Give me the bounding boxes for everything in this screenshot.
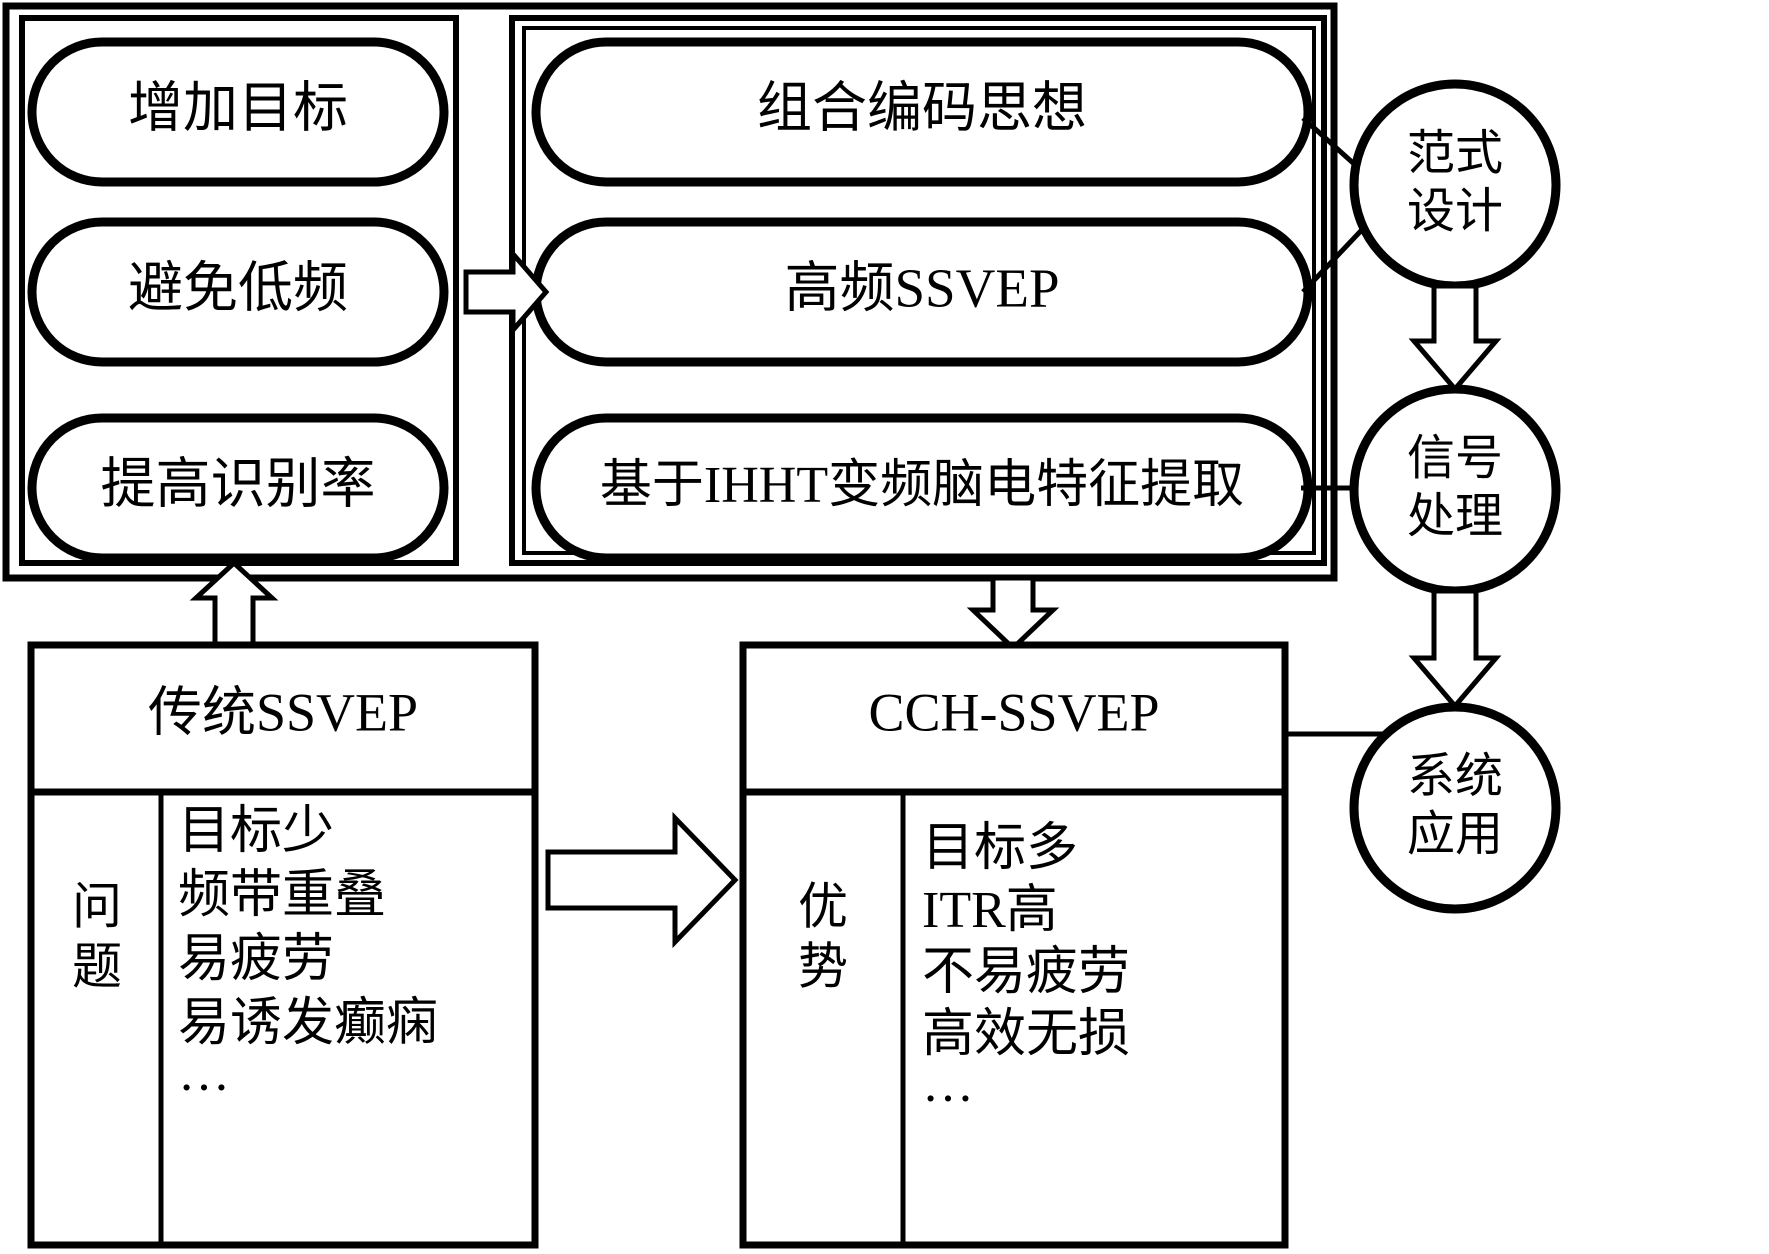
arrow-signal-to-application xyxy=(1408,588,1502,710)
traditional-box-side-label-line2: 题 xyxy=(72,938,122,994)
traditional-item-5: … xyxy=(178,1045,230,1102)
stage-application-line2: 应用 xyxy=(1407,808,1503,861)
cch-box-side-label-line1: 优 xyxy=(798,878,848,934)
stage-signal-line2: 处理 xyxy=(1407,490,1503,543)
goal-pill-3-label: 提高识别率 xyxy=(100,454,375,515)
cch-box-header: CCH-SSVEP xyxy=(868,682,1159,742)
traditional-box-side-label-line1: 问 xyxy=(72,878,122,934)
traditional-item-3: 易疲劳 xyxy=(178,931,334,988)
top-outer-frame xyxy=(2,2,1338,582)
cch-item-3: 不易疲劳 xyxy=(922,944,1130,1001)
cch-item-2: ITR高 xyxy=(922,882,1058,939)
stage-paradigm-line1: 范式 xyxy=(1407,127,1503,180)
goal-pill-2-label: 避免低频 xyxy=(128,258,348,319)
arrow-traditional-up xyxy=(189,559,279,648)
goal-pill-2[interactable] xyxy=(27,217,449,367)
traditional-item-1: 目标少 xyxy=(178,803,334,860)
arrow-traditional-to-cch xyxy=(545,811,739,949)
cch-box[interactable] xyxy=(739,641,1289,1249)
traditional-item-2: 频带重叠 xyxy=(178,867,386,924)
method-pill-3-label: 基于IHHT变频脑电特征提取 xyxy=(600,457,1244,514)
stage-application-line1: 系统 xyxy=(1407,750,1503,803)
cch-item-5: … xyxy=(922,1056,974,1113)
arrow-methods-down-to-cch xyxy=(966,575,1060,652)
method-pill-2-label: 高频SSVEP xyxy=(784,258,1059,319)
cch-item-1: 目标多 xyxy=(922,820,1078,877)
cch-box-side-label-line2: 势 xyxy=(798,938,848,994)
stage-signal-line1: 信号 xyxy=(1407,432,1503,485)
arrow-paradigm-to-signal xyxy=(1408,283,1502,393)
goal-pill-3[interactable] xyxy=(27,413,449,563)
method-pill-1[interactable] xyxy=(531,37,1313,187)
goal-pill-1-label: 增加目标 xyxy=(128,78,348,139)
goals-panel-frame xyxy=(19,15,459,566)
stage-paradigm-line2: 设计 xyxy=(1407,185,1503,238)
method-pill-1-label: 组合编码思想 xyxy=(757,78,1087,139)
arrow-goals-to-methods xyxy=(463,247,550,337)
traditional-box-header: 传统SSVEP xyxy=(148,682,418,742)
goal-pill-1[interactable] xyxy=(27,37,449,187)
traditional-box[interactable] xyxy=(27,641,539,1249)
traditional-item-4: 易诱发癫痫 xyxy=(178,995,438,1052)
cch-item-4: 高效无损 xyxy=(922,1006,1130,1063)
